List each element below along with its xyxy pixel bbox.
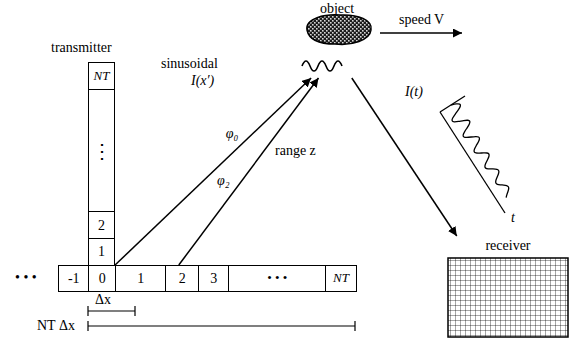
- array-element: 0: [88, 265, 117, 292]
- range-label: range z: [274, 143, 317, 159]
- angle-label: φ₀: [225, 126, 240, 141]
- array-element: NT: [325, 265, 357, 292]
- signal-label: I(t): [404, 84, 424, 100]
- ray-connector: [352, 78, 457, 236]
- object-blob: [307, 15, 371, 45]
- element-label: 0: [99, 271, 106, 286]
- illumination-label: I(x′): [190, 73, 215, 89]
- element-label: NT: [333, 271, 349, 285]
- sinusoid-wave: [302, 61, 342, 71]
- ray-connector: [115, 78, 311, 265]
- array-element: 2: [165, 265, 200, 292]
- element-label: NT: [94, 69, 110, 83]
- array-element: 3: [198, 265, 230, 292]
- array-ellipsis: ⋮: [88, 89, 115, 213]
- array-element: 1: [115, 265, 167, 292]
- array-element: -1: [58, 265, 90, 292]
- ellipsis-mark: • • •: [14, 270, 38, 286]
- dimension-label: NT Δx: [36, 318, 76, 334]
- receiver-grid: [448, 258, 568, 337]
- array-ellipsis: • • •: [228, 265, 327, 292]
- array-title: transmitter: [50, 40, 113, 56]
- element-label: • • •: [267, 271, 287, 285]
- signal-plot-curve: [451, 104, 509, 198]
- element-label: 2: [179, 271, 186, 286]
- receiver-node: receiver: [447, 236, 569, 338]
- element-label: ⋮: [92, 140, 112, 162]
- array-element: 2: [88, 211, 115, 240]
- dimension-lines: [88, 306, 355, 331]
- node-heading: object: [300, 1, 374, 16]
- element-label: 1: [98, 244, 105, 259]
- axis-label: t: [510, 210, 516, 226]
- array-element: 1: [88, 238, 115, 267]
- element-label: -1: [68, 271, 80, 286]
- object-node: object: [300, 18, 374, 78]
- illumination-label: sinusoidal: [160, 56, 219, 72]
- dimension-label: Δx: [94, 292, 112, 308]
- node-heading: receiver: [447, 238, 569, 253]
- angle-label: φ₂: [216, 173, 231, 188]
- element-label: 3: [210, 271, 217, 286]
- ray-connector: [179, 78, 319, 265]
- speed-arrow: [380, 32, 462, 34]
- element-label: 2: [98, 218, 105, 233]
- signal-plot-axes: [440, 96, 505, 213]
- motion-label: speed V: [398, 12, 445, 28]
- element-label: 1: [137, 271, 144, 286]
- array-element: NT: [88, 62, 115, 90]
